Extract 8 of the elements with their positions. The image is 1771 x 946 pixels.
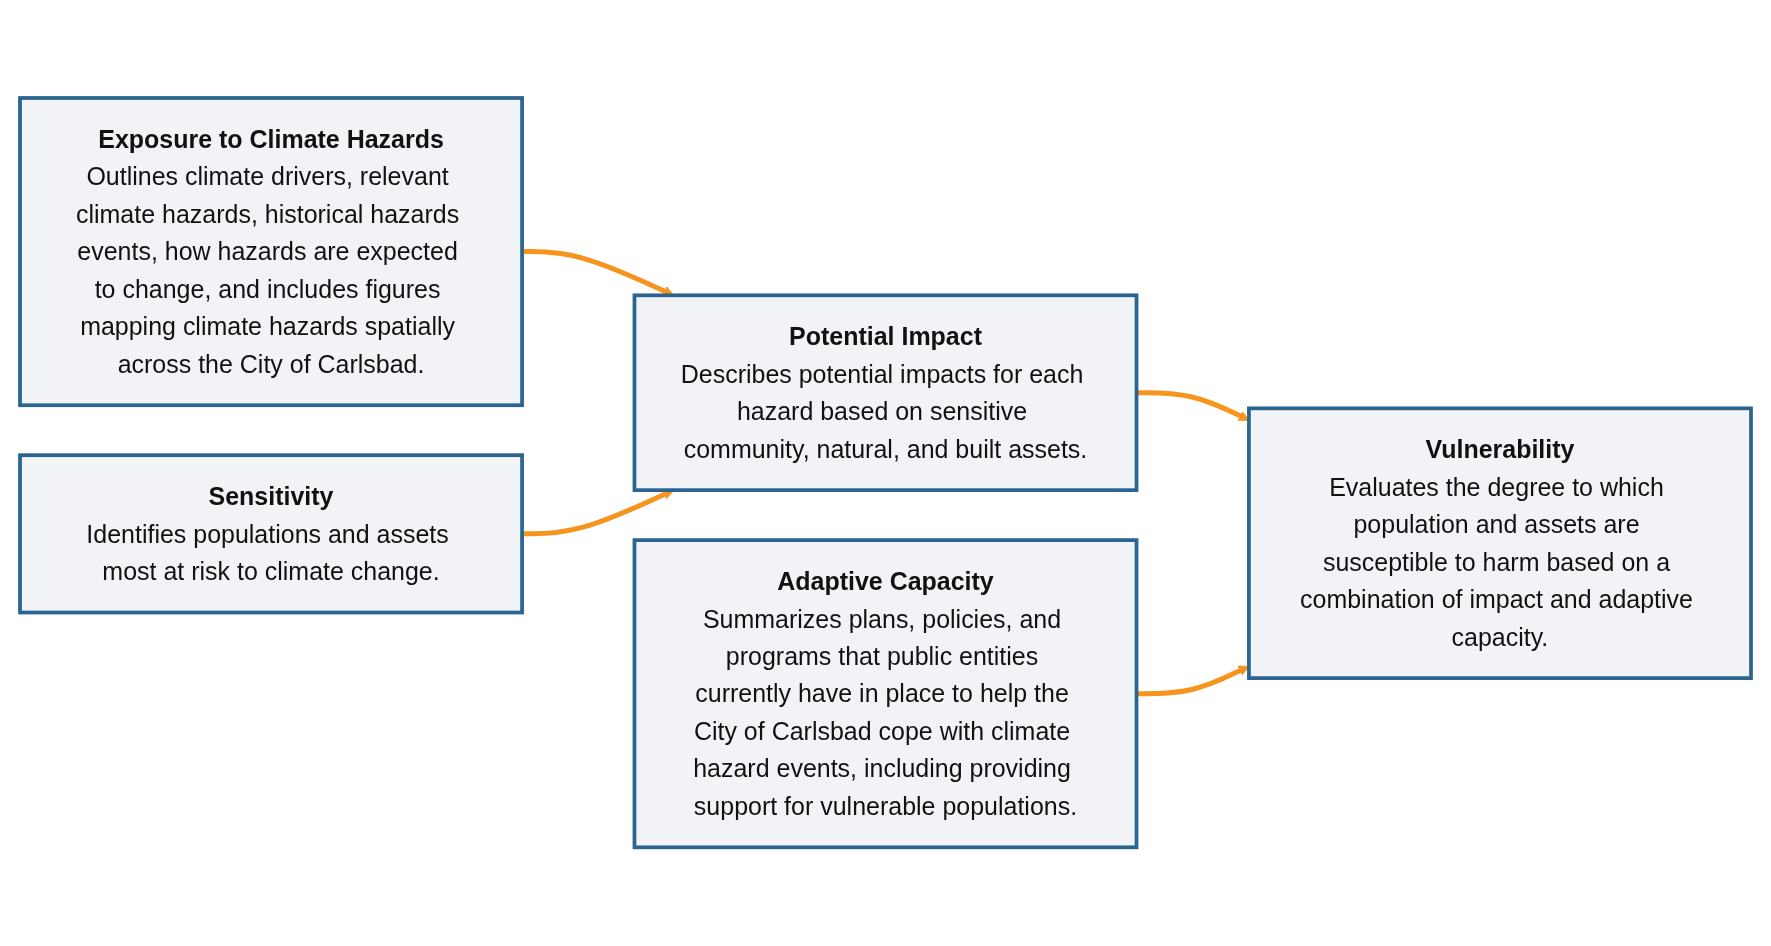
- node-box: Exposure to Climate Hazards Outlines climate drivers, relevant climate hazards, historical hazards events, how hazards are expected to change, and includes figures mapping climate hazards spatially across the City of Carlsbad.: [18, 96, 524, 408]
- arrow: [522, 489, 674, 537]
- arrow: [1136, 665, 1250, 697]
- arrow: [1136, 390, 1250, 422]
- node-box: Adaptive Capacity Summarizes plans, policies, and programs that public entities currently have in place to help the City of Carlsbad cope with climate hazard events, including providing support for vulnerable populations.: [632, 538, 1139, 850]
- node-box: Vulnerability Evaluates the degree to which population and assets are susceptible to harm based on a combination of impact and adaptive capacity.: [1247, 406, 1753, 681]
- node-box: Sensitivity Identifies populations and assets most at risk to climate change.: [18, 453, 524, 615]
- node-box: Potential Impact Describes potential impacts for each hazard based on sensitive community, natural, and built assets.: [632, 293, 1139, 493]
